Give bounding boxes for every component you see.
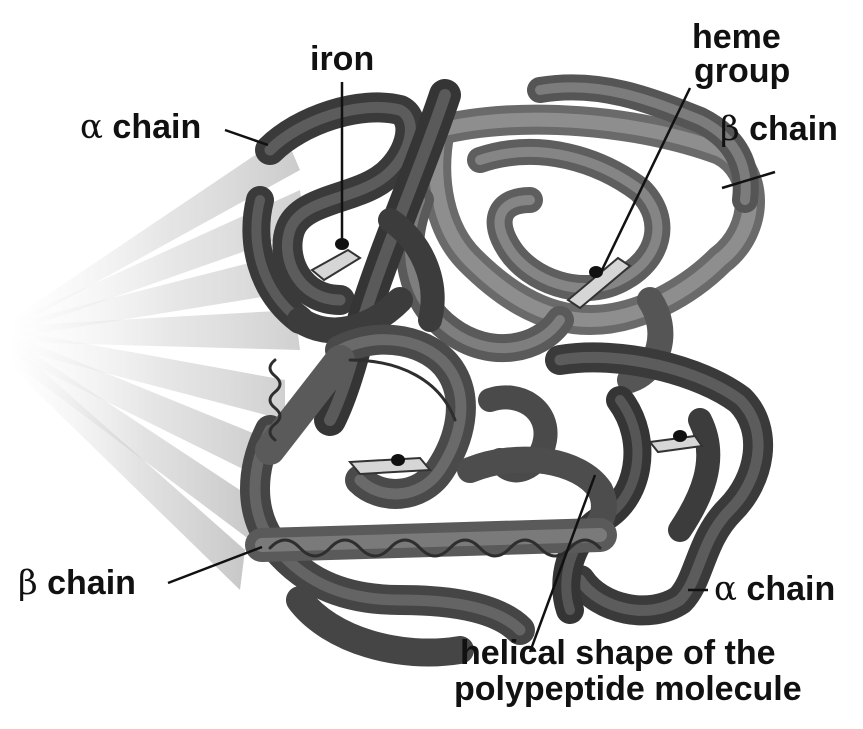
label-beta-chain-right: β chain bbox=[720, 112, 838, 146]
label-beta-chain-left: β chain bbox=[18, 566, 136, 600]
iron-atom bbox=[391, 454, 405, 466]
alpha-symbol: α bbox=[714, 569, 737, 609]
label-helical-line1: helical shape of the bbox=[460, 636, 776, 670]
chain-text: chain bbox=[749, 110, 838, 148]
label-heme-line1: heme bbox=[692, 20, 781, 54]
heme-plate bbox=[350, 454, 430, 474]
iron-atom bbox=[673, 430, 687, 442]
beta-chain-upper-right bbox=[410, 87, 750, 380]
blank-label-box bbox=[0, 482, 82, 532]
chain-text: chain bbox=[746, 570, 835, 608]
beta-symbol: β bbox=[18, 563, 38, 603]
label-helical-line2: polypeptide molecule bbox=[454, 672, 802, 706]
chain-text: chain bbox=[112, 108, 201, 146]
chain-text: chain bbox=[47, 564, 136, 602]
iron-atom bbox=[589, 266, 603, 278]
heme-plate bbox=[312, 238, 360, 280]
leader-line-helix bbox=[530, 475, 595, 652]
beta-chain-lower-left bbox=[255, 340, 604, 653]
beta-symbol: β bbox=[720, 109, 740, 149]
label-alpha-chain-left: α chain bbox=[80, 110, 201, 144]
label-heme-line2: group bbox=[694, 54, 790, 88]
alpha-symbol: α bbox=[80, 107, 103, 147]
label-alpha-chain-right: α chain bbox=[714, 572, 835, 606]
label-iron: iron bbox=[310, 42, 374, 76]
